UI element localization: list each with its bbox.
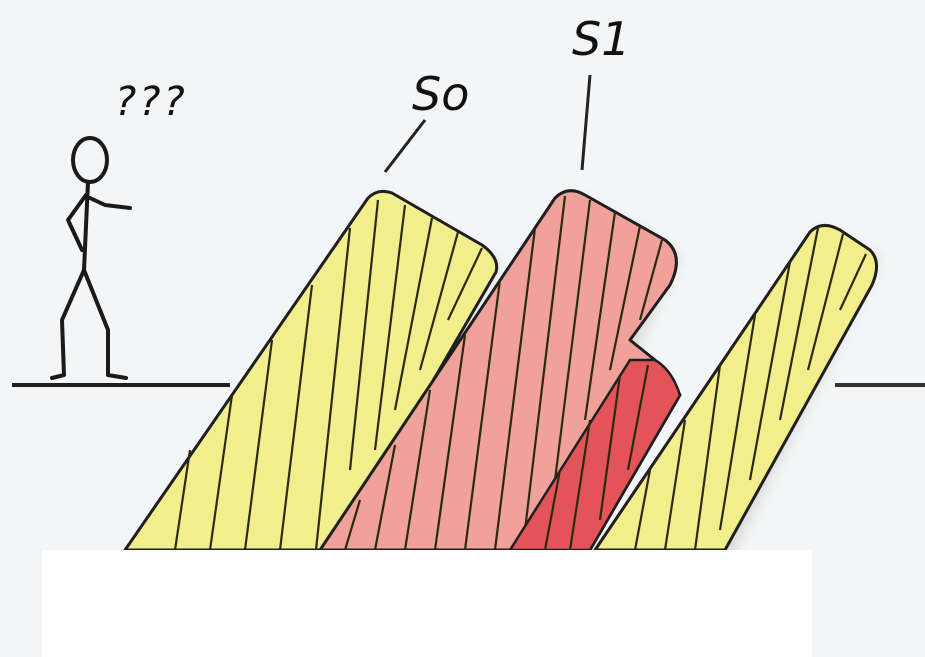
bedding-pointer (385, 120, 425, 172)
question-marks: ??? (115, 79, 188, 125)
bottom-white-panel (42, 550, 812, 657)
stick-figure-right-leg (84, 270, 126, 378)
cleavage-pointer (582, 75, 590, 170)
stick-figure (52, 138, 130, 378)
bedding-label: So (412, 67, 469, 121)
stick-figure-left-leg (52, 270, 84, 378)
cleavage-label: S1 (572, 12, 630, 66)
stick-figure-head (73, 138, 107, 182)
stick-figure-right-arm (90, 198, 130, 208)
